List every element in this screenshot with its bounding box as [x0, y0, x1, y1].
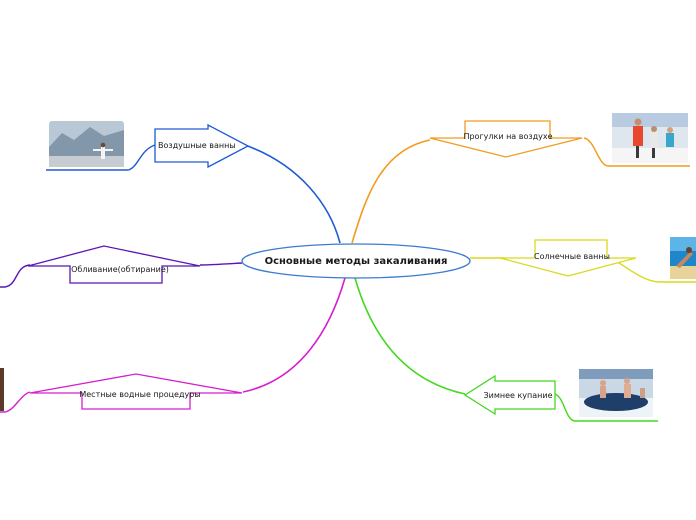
picture-air-bath: [49, 121, 124, 167]
connector-walks: [351, 139, 431, 244]
picture-link-local-water: [0, 391, 31, 413]
branch-sun-bath-label: Солнечные ванны: [534, 252, 610, 261]
connector-air-bath: [244, 144, 341, 244]
picture-winter-swim: [579, 369, 653, 417]
connector-winter-swim: [354, 277, 466, 395]
picture-link-air-bath: [46, 144, 156, 171]
branch-air-bath-label: Воздушные ванны: [158, 141, 236, 150]
picture-walks: [612, 113, 688, 163]
picture-link-rubdown: [0, 264, 31, 288]
picture-link-walks: [583, 137, 690, 167]
picture-sun-bath: [670, 237, 696, 279]
center-topic[interactable]: Основные методы закаливания: [241, 243, 471, 279]
picture-local-water: [0, 368, 4, 411]
connector-rubdown: [199, 262, 243, 266]
branch-rubdown[interactable]: Обливание(обтирание): [27, 245, 201, 284]
branch-walks-label: Прогулки на воздухе: [463, 132, 552, 141]
branch-local-water-label: Местные водные процедуры: [79, 390, 200, 399]
branch-rubdown-label: Обливание(обтирание): [71, 265, 169, 274]
branch-sun-bath[interactable]: Солнечные ванны: [499, 239, 637, 277]
branch-air-bath[interactable]: Воздушные ванны: [154, 123, 250, 169]
center-topic-label: Основные методы закаливания: [265, 256, 448, 267]
connector-local-water: [242, 277, 346, 393]
picture-link-winter-swim: [554, 393, 658, 422]
branch-local-water[interactable]: Местные водные процедуры: [29, 373, 243, 410]
branch-winter-swim[interactable]: Зимнее купание: [463, 374, 556, 416]
branch-winter-swim-label: Зимнее купание: [483, 391, 552, 400]
branch-walks[interactable]: Прогулки на воздухе: [429, 120, 583, 158]
